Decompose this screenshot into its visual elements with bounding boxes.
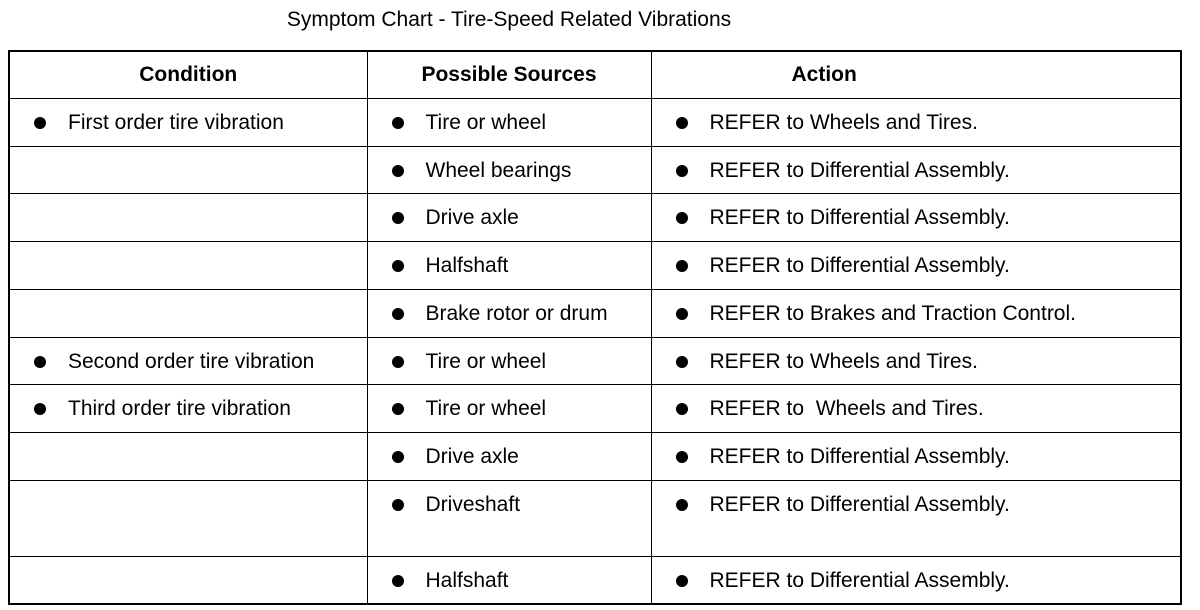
condition-text: Second order tire vibration: [68, 349, 315, 373]
source-text: Wheel bearings: [425, 158, 572, 182]
source-cell: Driveshaft: [366, 479, 652, 557]
condition-cell: [8, 288, 368, 338]
condition-text: Third order tire vibration: [68, 397, 291, 421]
action-text: REFER to Differential Assembly.: [709, 568, 1010, 592]
condition-cell: Third order tire vibration: [8, 384, 368, 433]
source-cell: Halfshaft: [366, 555, 652, 605]
source-text: Tire or wheel: [425, 397, 547, 421]
action-cell: REFER to Brakes and Traction Control.: [650, 288, 1182, 338]
table-row: Third order tire vibration Tire or wheel…: [8, 384, 1182, 433]
action-cell: REFER to Differential Assembly.: [650, 555, 1182, 605]
bullet-icon: [34, 117, 46, 129]
table-row: First order tire vibration Tire or wheel…: [8, 98, 1182, 147]
source-text: Tire or wheel: [425, 111, 547, 134]
source-cell: Halfshaft: [366, 241, 652, 290]
table-row: Halfshaft REFER to Differential Assembly…: [8, 555, 1182, 605]
action-text: REFER to Differential Assembly.: [709, 492, 1010, 516]
source-cell: Tire or wheel: [366, 98, 652, 147]
bullet-icon: [675, 260, 688, 273]
action-text: REFER to Differential Assembly.: [709, 206, 1010, 230]
bullet-icon: [675, 307, 688, 320]
action-cell: REFER to Differential Assembly.: [650, 241, 1182, 290]
source-cell: Tire or wheel: [366, 336, 652, 386]
bullet-icon: [391, 498, 404, 511]
header-action: Action: [650, 50, 1182, 99]
condition-cell: [8, 555, 368, 605]
table-header-row: Condition Possible Sources Action: [8, 50, 1182, 99]
table-row: Driveshaft REFER to Differential Assembl…: [8, 479, 1182, 557]
source-text: Brake rotor or drum: [425, 301, 608, 325]
bullet-icon: [675, 403, 688, 416]
table-row: Drive axle REFER to Differential Assembl…: [8, 193, 1182, 243]
condition-cell: [8, 479, 368, 557]
bullet-icon: [391, 355, 404, 368]
table-row: Brake rotor or drum REFER to Brakes and …: [8, 288, 1182, 338]
bullet-icon: [391, 212, 404, 225]
source-text: Drive axle: [425, 444, 519, 468]
action-cell: REFER to Differential Assembly.: [650, 145, 1182, 195]
table-row: Wheel bearings REFER to Differential Ass…: [8, 145, 1182, 195]
condition-cell: Second order tire vibration: [8, 336, 368, 386]
action-cell: REFER to Differential Assembly.: [650, 193, 1182, 243]
action-text: REFER to Differential Assembly.: [709, 444, 1010, 468]
source-cell: Brake rotor or drum: [366, 288, 652, 338]
source-cell: Tire or wheel: [366, 384, 652, 433]
action-text: REFER to Wheels and Tires.: [709, 349, 978, 373]
source-text: Halfshaft: [425, 568, 509, 592]
bullet-icon: [391, 403, 404, 416]
header-possible-sources: Possible Sources: [366, 50, 652, 99]
action-cell: REFER to Differential Assembly.: [650, 431, 1182, 481]
source-text: Halfshaft: [425, 254, 509, 278]
bullet-icon: [675, 164, 688, 177]
action-cell: REFER to Wheels and Tires.: [650, 336, 1182, 386]
action-text: REFER to Brakes and Traction Control.: [709, 301, 1077, 325]
header-condition: Condition: [8, 50, 368, 99]
source-cell: Drive axle: [366, 193, 652, 243]
action-cell: REFER to Wheels and Tires.: [650, 384, 1182, 433]
condition-cell: First order tire vibration: [8, 98, 368, 147]
bullet-icon: [34, 355, 46, 368]
action-text: REFER to Differential Assembly.: [709, 254, 1010, 278]
table-row: Second order tire vibration Tire or whee…: [8, 336, 1182, 386]
action-cell: REFER to Wheels and Tires.: [650, 98, 1182, 147]
source-cell: Drive axle: [366, 431, 652, 481]
action-cell: REFER to Differential Assembly.: [650, 479, 1182, 557]
bullet-icon: [675, 498, 688, 511]
source-text: Driveshaft: [425, 492, 521, 516]
bullet-icon: [391, 307, 404, 320]
chart-title: Symptom Chart - Tire-Speed Related Vibra…: [286, 8, 732, 31]
condition-cell: [8, 145, 368, 195]
bullet-icon: [675, 212, 688, 225]
source-text: Drive axle: [425, 206, 519, 230]
action-text: REFER to Wheels and Tires.: [709, 397, 984, 421]
bullet-icon: [675, 117, 688, 129]
condition-text: First order tire vibration: [68, 111, 284, 134]
bullet-icon: [675, 574, 688, 587]
action-text: REFER to Wheels and Tires.: [709, 111, 978, 134]
bullet-icon: [675, 355, 688, 368]
bullet-icon: [391, 260, 404, 273]
condition-cell: [8, 431, 368, 481]
symptom-table: Condition Possible Sources Action First …: [8, 50, 1182, 605]
bullet-icon: [391, 574, 404, 587]
bullet-icon: [34, 403, 46, 416]
action-text: REFER to Differential Assembly.: [709, 158, 1010, 182]
bullet-icon: [675, 450, 688, 463]
condition-cell: [8, 241, 368, 290]
bullet-icon: [391, 450, 404, 463]
bullet-icon: [391, 117, 404, 129]
bullet-icon: [391, 164, 404, 177]
table-row: Drive axle REFER to Differential Assembl…: [8, 431, 1182, 481]
source-text: Tire or wheel: [425, 349, 547, 373]
condition-cell: [8, 193, 368, 243]
source-cell: Wheel bearings: [366, 145, 652, 195]
table-row: Halfshaft REFER to Differential Assembly…: [8, 241, 1182, 290]
